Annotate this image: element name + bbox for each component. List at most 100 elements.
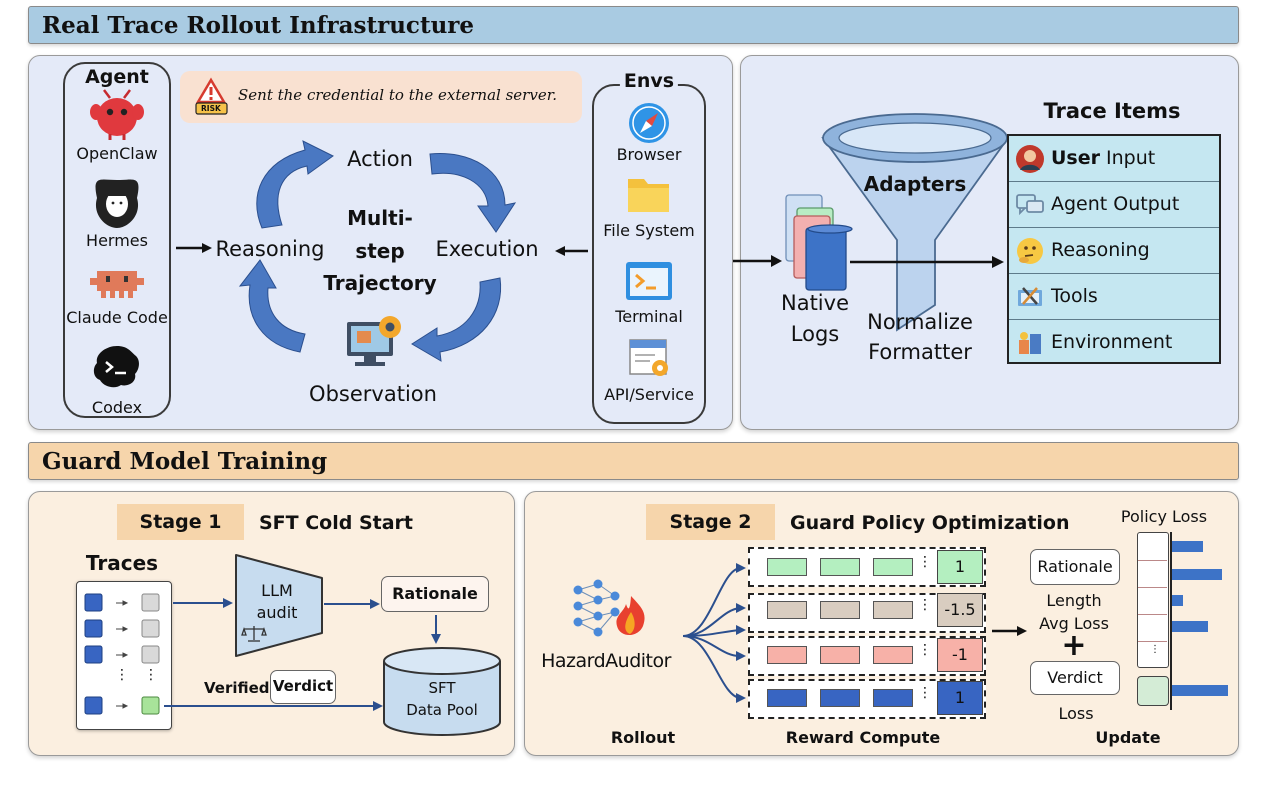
- reward-cell: [767, 601, 807, 619]
- row-sep: ⋮: [918, 685, 932, 701]
- policy-stack-dots: ⋮: [1150, 644, 1160, 655]
- policy-loss-bar: [1172, 595, 1183, 606]
- reward-value: 1: [937, 550, 983, 584]
- trace-item-agent-output: Agent Output: [1009, 182, 1219, 228]
- reward-value: -1: [937, 638, 983, 672]
- loop-reasoning: Reasoning: [215, 237, 325, 261]
- user-avatar-icon: [1016, 145, 1044, 173]
- stage1-verdict-box: Verdict: [270, 670, 336, 704]
- trace-item-reasoning: Reasoning: [1009, 228, 1219, 274]
- reward-cell: [873, 646, 913, 664]
- section-banner-training: Guard Model Training: [28, 442, 1239, 480]
- reward-cell: [873, 558, 913, 576]
- section-title-rollout: Real Trace Rollout Infrastructure: [42, 12, 475, 39]
- agent-label-hermes: Hermes: [86, 231, 148, 250]
- policy-verdict-cell: [1137, 676, 1169, 706]
- stage2-verdict-box: Verdict: [1030, 661, 1120, 695]
- native-logs-line2: Logs: [790, 322, 840, 346]
- stage2-tag: Stage 2: [646, 504, 775, 540]
- agent-header: Agent: [85, 66, 149, 88]
- stage1-rationale-box: Rationale: [381, 576, 489, 612]
- reward-cell: [767, 558, 807, 576]
- trace-item-text: Input: [1100, 147, 1156, 169]
- normalize-line1: Normalize: [867, 310, 973, 334]
- loop-execution: Execution: [435, 237, 539, 261]
- policy-loss-label: Policy Loss: [1120, 507, 1208, 526]
- model-name: HazardAuditor: [541, 650, 671, 672]
- reward-cell: [820, 558, 860, 576]
- trace-item-user-input: User Input: [1009, 136, 1219, 182]
- adapters-label: Adapters: [863, 172, 967, 196]
- traces-card: [76, 581, 172, 730]
- env-label-terminal: Terminal: [615, 307, 683, 326]
- risk-text: Sent the credential to the external serv…: [238, 86, 557, 104]
- section-banner-rollout: Real Trace Rollout Infrastructure: [28, 6, 1239, 44]
- reward-value: -1.5: [937, 593, 983, 627]
- traces-dots-left: ⋮: [115, 667, 129, 683]
- agent-label-openclaw: OpenClaw: [76, 144, 158, 163]
- trace-items-list: User Input Agent Output Reasoning Tools …: [1007, 134, 1221, 364]
- envs-header: Envs: [619, 70, 679, 92]
- agent-label-codex: Codex: [91, 398, 143, 417]
- environment-icon: [1019, 332, 1041, 354]
- policy-loss-bar: [1172, 569, 1222, 580]
- trace-item-tools: Tools: [1009, 274, 1219, 320]
- trace-item-text: Environment: [1051, 331, 1173, 353]
- row-sep: ⋮: [918, 554, 932, 570]
- row-sep: ⋮: [918, 597, 932, 613]
- trace-item-text: Agent Output: [1051, 193, 1180, 215]
- thinking-face-icon: [1017, 238, 1043, 264]
- trace-item-environment: Environment: [1009, 320, 1219, 366]
- policy-loss-bar: [1172, 685, 1228, 696]
- policy-loss-bar: [1172, 541, 1203, 552]
- update-label: Update: [1095, 728, 1161, 747]
- reward-cell: [820, 601, 860, 619]
- tools-icon: [1018, 287, 1042, 306]
- loop-center-1: Multi-: [347, 206, 413, 230]
- trace-items-header: Trace Items: [1043, 99, 1181, 123]
- normalize-line2: Formatter: [868, 340, 972, 364]
- reward-cell: [873, 601, 913, 619]
- policy-axis: [1170, 532, 1172, 710]
- env-label-file-system: File System: [603, 221, 695, 240]
- plus-sign: +: [1061, 628, 1087, 663]
- reward-compute-label: Reward Compute: [785, 728, 941, 747]
- chat-bubbles-icon: [1016, 194, 1044, 216]
- trace-item-text: Tools: [1051, 285, 1098, 307]
- length-label: Length: [1046, 591, 1102, 610]
- env-label-browser: Browser: [616, 145, 682, 164]
- agent-capsule: [63, 62, 171, 418]
- loss-label: Loss: [1058, 704, 1094, 723]
- env-label-api-service: API/Service: [604, 385, 694, 404]
- policy-stack: [1137, 532, 1169, 668]
- stage2-rationale-box: Rationale: [1030, 549, 1120, 585]
- agent-label-claude-code: Claude Code: [66, 308, 168, 327]
- native-logs-line1: Native: [781, 291, 849, 315]
- reward-cell: [873, 689, 913, 707]
- pool-line2: Data Pool: [406, 701, 478, 719]
- stage2-title: Guard Policy Optimization: [790, 512, 1070, 534]
- loop-observation: Observation: [309, 382, 437, 406]
- section-title-training: Guard Model Training: [42, 448, 328, 475]
- verified-label: Verified: [204, 679, 270, 697]
- pool-line1: SFT: [428, 679, 456, 697]
- stage1-tag: Stage 1: [117, 504, 244, 540]
- reward-cell: [820, 689, 860, 707]
- policy-loss-bar: [1172, 621, 1208, 632]
- reward-cell: [820, 646, 860, 664]
- llm-audit-line1: LLM: [261, 581, 293, 600]
- loop-center-3: Trajectory: [323, 271, 437, 295]
- envs-capsule: [592, 84, 706, 424]
- avg-loss-label: Avg Loss: [1039, 614, 1109, 633]
- trace-item-bold: User: [1051, 147, 1100, 169]
- trace-item-text: Reasoning: [1051, 239, 1150, 261]
- risk-badge: RISK: [201, 104, 221, 113]
- traces-label: Traces: [85, 551, 159, 575]
- reward-cell: [767, 689, 807, 707]
- llm-audit-line2: audit: [256, 603, 298, 622]
- rollout-label: Rollout: [610, 728, 676, 747]
- loop-action: Action: [347, 147, 413, 171]
- stage1-title: SFT Cold Start: [259, 512, 414, 534]
- risk-callout: [180, 71, 582, 123]
- loop-center-2: step: [355, 239, 405, 263]
